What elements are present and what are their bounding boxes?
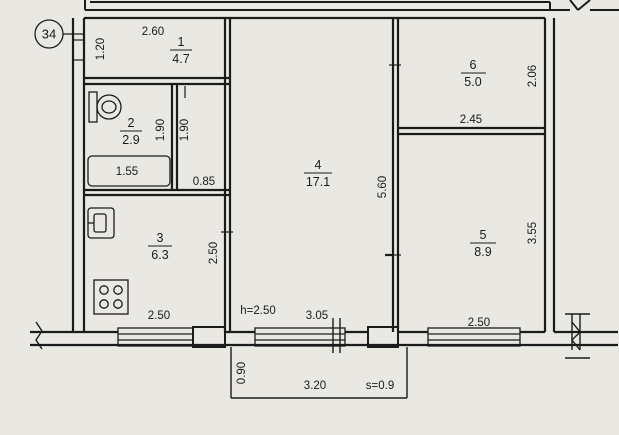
dimension-label: 1.20 — [95, 38, 107, 60]
interior-walls — [84, 18, 545, 332]
room-5-area: 8.9 — [474, 245, 491, 259]
dimension-label: 2.50 — [468, 317, 490, 329]
building-number: 34 — [42, 27, 56, 42]
dimension-label: 5.60 — [377, 176, 389, 198]
dimension-label: 2.60 — [142, 26, 164, 38]
dimension-label: 2.50 — [208, 242, 220, 264]
dimension-label: 2.50 — [148, 310, 170, 322]
dimension-label: 2.45 — [460, 114, 482, 126]
building-number-marker: 34 — [34, 19, 84, 49]
sink-fixture — [87, 207, 115, 239]
room-6-number: 6 — [470, 58, 477, 72]
dimension-label: 2.06 — [527, 65, 539, 87]
balcony-outline — [230, 318, 408, 399]
room-1-area: 4.7 — [172, 52, 189, 66]
dimension-label: 0.85 — [193, 176, 215, 188]
room-1-number: 1 — [178, 35, 185, 49]
dimension-label: 1.55 — [116, 166, 138, 178]
stove-fixture — [93, 279, 129, 315]
windows — [117, 326, 521, 348]
top-wall — [84, 0, 619, 11]
dimension-label: 3.20 — [304, 380, 326, 392]
room-5-number: 5 — [480, 228, 487, 242]
dimension-label: 1.90 — [155, 119, 167, 141]
bathtub-fixture — [87, 155, 171, 187]
room-2-number: 2 — [128, 116, 135, 130]
dimension-label: 1.90 — [179, 119, 191, 141]
dimension-label: 0.90 — [236, 362, 248, 384]
room-3-area: 6.3 — [151, 248, 168, 262]
break-marks — [35, 313, 590, 359]
area-fraction-lines — [120, 49, 496, 247]
room-4-number: 4 — [315, 158, 322, 172]
door-ticks — [74, 39, 401, 256]
balcony-area-label: s=0.9 — [366, 380, 394, 392]
ceiling-height-label: h=2.50 — [240, 305, 276, 317]
room-2-area: 2.9 — [122, 133, 139, 147]
room-4-area: 17.1 — [306, 175, 330, 189]
outer-walls — [30, 16, 618, 347]
dimension-label: 3.05 — [306, 310, 328, 322]
room-6-area: 5.0 — [464, 75, 481, 89]
room-3-number: 3 — [157, 231, 164, 245]
dimension-label: 3.55 — [527, 222, 539, 244]
toilet-fixture — [88, 91, 122, 123]
